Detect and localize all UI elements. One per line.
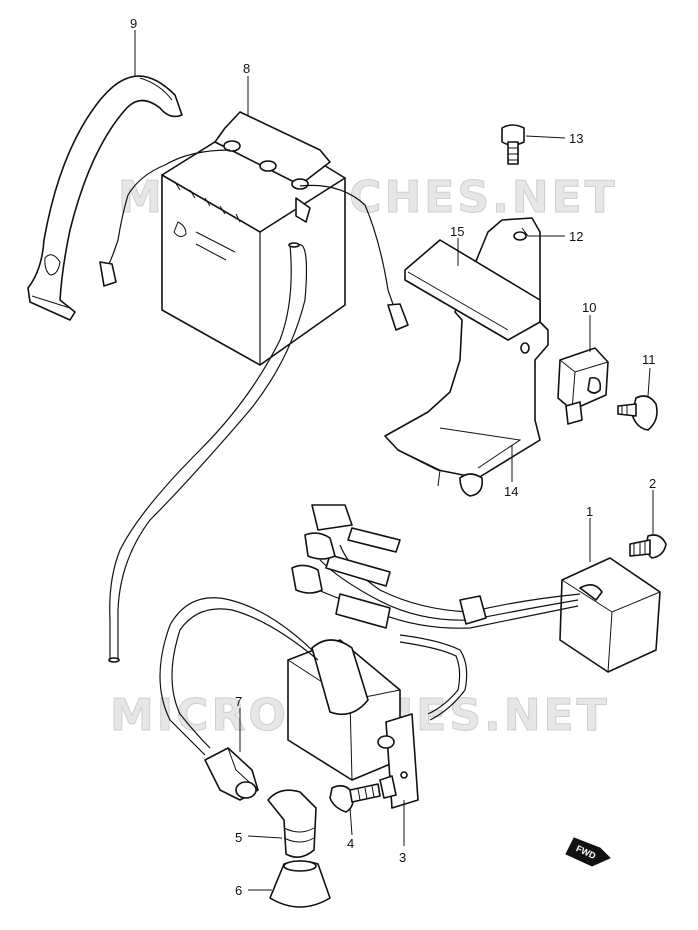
callout-15: 15 xyxy=(450,224,464,239)
wire-harness xyxy=(291,504,581,721)
callout-3: 3 xyxy=(399,850,406,865)
callout-10: 10 xyxy=(582,300,596,315)
screw-11 xyxy=(617,395,658,431)
ignition-coil xyxy=(159,597,419,809)
battery-bracket xyxy=(384,217,549,497)
callout-12: 12 xyxy=(569,229,583,244)
breather-hose xyxy=(108,242,308,663)
screw-4 xyxy=(329,783,381,813)
callout-14: 14 xyxy=(504,484,518,499)
callout-1: 1 xyxy=(586,504,593,519)
plug-boot xyxy=(269,860,331,908)
callout-7: 7 xyxy=(235,694,242,709)
callout-5: 5 xyxy=(235,830,242,845)
bolt-13 xyxy=(501,124,525,165)
starter-relay xyxy=(557,347,609,425)
fwd-arrow-icon: FWD xyxy=(565,837,611,867)
spark-plug-cap xyxy=(204,747,259,801)
callout-4: 4 xyxy=(347,836,354,851)
battery xyxy=(99,111,409,366)
callout-13: 13 xyxy=(569,131,583,146)
callout-2: 2 xyxy=(649,476,656,491)
leader-lines xyxy=(134,30,654,891)
callouts: 9 8 13 12 15 10 11 14 2 1 7 5 4 3 6 xyxy=(130,16,656,898)
cdi-unit xyxy=(559,557,661,673)
bolt-2 xyxy=(629,534,667,559)
callout-8: 8 xyxy=(243,61,250,76)
callout-11: 11 xyxy=(642,352,656,367)
plug-terminal xyxy=(267,789,317,858)
callout-6: 6 xyxy=(235,883,242,898)
battery-strap xyxy=(27,75,183,321)
callout-9: 9 xyxy=(130,16,137,31)
